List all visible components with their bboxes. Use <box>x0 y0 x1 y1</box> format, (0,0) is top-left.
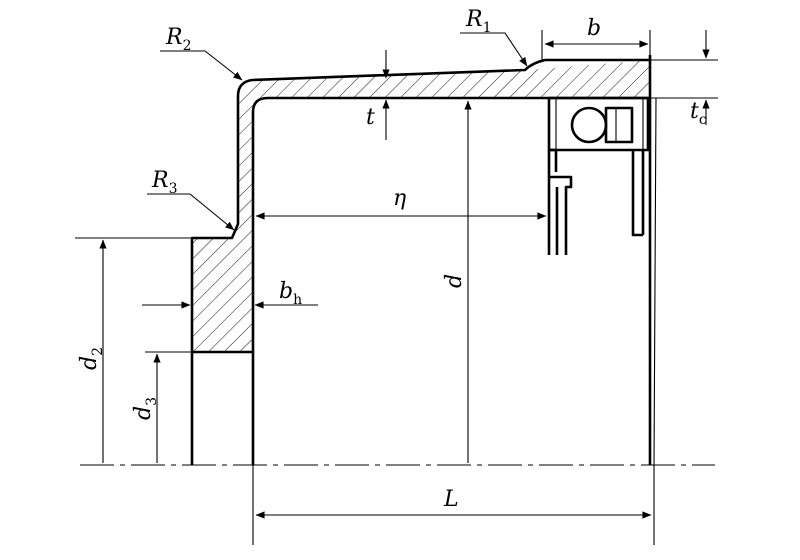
label-d2: d2 <box>77 347 106 370</box>
label-t: t <box>366 105 375 130</box>
housing-outline <box>190 58 650 465</box>
leader-R2 <box>160 50 243 81</box>
label-d: d <box>442 274 467 288</box>
label-b: b <box>587 16 601 41</box>
leader-R3 <box>147 193 235 231</box>
housing-section-hatch <box>192 60 650 352</box>
seal-assembly <box>547 148 645 255</box>
label-R3: R3 <box>151 168 178 197</box>
radius-leaders <box>147 32 528 231</box>
dimension-lines <box>99 30 710 519</box>
label-R2: R2 <box>165 25 192 54</box>
label-d3: d3 <box>131 397 160 420</box>
leader-R1 <box>460 32 528 67</box>
label-bh: bh <box>279 279 302 308</box>
label-R1: R1 <box>465 7 492 36</box>
bearing-ball <box>570 106 608 144</box>
label-eta: η <box>393 186 406 211</box>
bearing <box>547 96 650 152</box>
extension-lines <box>75 30 718 545</box>
housing-inner-outline <box>251 96 650 465</box>
label-L: L <box>443 487 459 512</box>
label-tc: tc <box>690 99 707 128</box>
